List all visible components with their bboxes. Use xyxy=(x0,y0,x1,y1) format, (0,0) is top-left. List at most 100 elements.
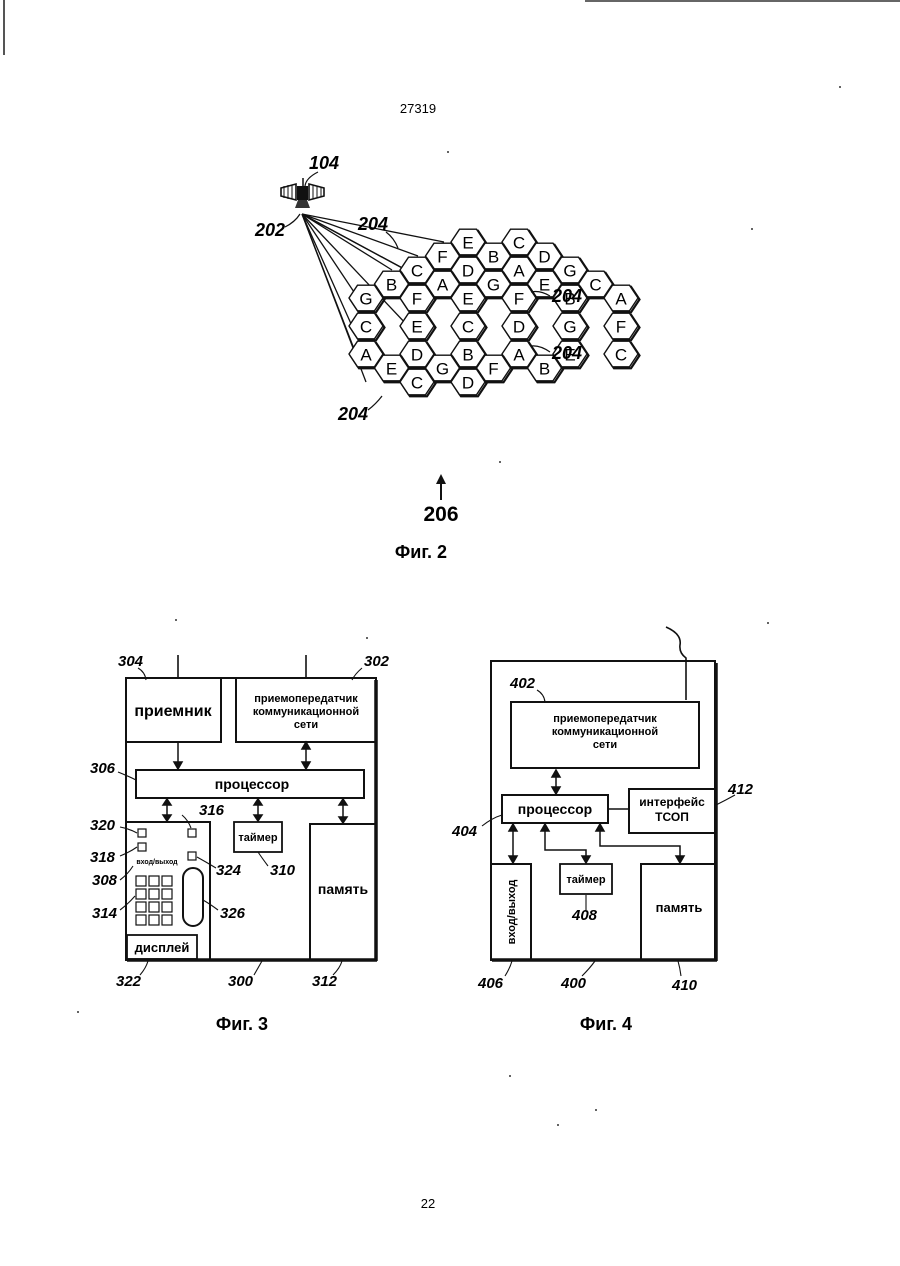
hex-cell-label: D xyxy=(411,346,423,365)
page-number: 22 xyxy=(421,1196,435,1211)
hex-cell: A xyxy=(604,285,640,312)
processor-label-4: процессор xyxy=(518,801,592,817)
hex-cell-label: G xyxy=(563,318,576,337)
keypad-314 xyxy=(136,876,172,925)
keypad-key xyxy=(136,915,146,925)
hex-cell-label: A xyxy=(360,346,372,365)
hex-cell: D xyxy=(502,313,538,340)
fig4-texts: приемопередатчиккоммуникационнойсети про… xyxy=(451,675,754,1034)
hex-cell-label: B xyxy=(386,276,397,295)
keypad-key xyxy=(162,902,172,912)
hex-cell-label: G xyxy=(487,276,500,295)
keypad-key xyxy=(136,902,146,912)
hex-cell-label: G xyxy=(436,360,449,379)
processor-label: процессор xyxy=(215,776,289,792)
keypad-key xyxy=(162,876,172,886)
ref-410: 410 xyxy=(671,977,698,994)
hex-cell-label: F xyxy=(437,248,447,267)
hex-cell-label: F xyxy=(514,290,524,309)
hex-cell-label: C xyxy=(589,276,601,295)
ref-302: 302 xyxy=(364,653,390,670)
hex-cell-label: E xyxy=(386,360,397,379)
hex-cell: G xyxy=(553,313,589,340)
hex-cell-label: E xyxy=(411,318,422,337)
hex-cell-label: C xyxy=(462,318,474,337)
hex-cell: C xyxy=(349,313,385,340)
ref-314: 314 xyxy=(92,905,118,922)
ref-308: 308 xyxy=(92,872,118,889)
beam-line xyxy=(302,214,352,326)
interface-label: интерфейсТСОП xyxy=(639,795,705,824)
timer-label: таймер xyxy=(238,832,278,844)
hex-cell-label: D xyxy=(462,262,474,281)
hex-cell-label: E xyxy=(462,234,473,253)
hex-cell-label: F xyxy=(412,290,422,309)
memory-label-4: память xyxy=(656,900,703,915)
keypad-key xyxy=(136,889,146,899)
ref-404: 404 xyxy=(451,823,478,840)
figure-2-caption: Фиг. 2 xyxy=(395,542,447,562)
device-300-frame xyxy=(126,678,376,960)
hex-cell-label: B xyxy=(488,248,499,267)
keypad-key xyxy=(136,876,146,886)
hex-cell-label: G xyxy=(359,290,372,309)
hex-cell-label: D xyxy=(513,318,525,337)
beam-line xyxy=(302,214,408,326)
memory-label: память xyxy=(318,881,369,897)
hex-cell-label: A xyxy=(513,346,525,365)
hex-cell-label: C xyxy=(411,374,423,393)
ref-cells-label-right-1: 204 xyxy=(551,286,582,306)
ref-satellite-label: 104 xyxy=(309,153,339,173)
hex-cell-label: D xyxy=(538,248,550,267)
keypad-key xyxy=(162,915,172,925)
ref-312: 312 xyxy=(312,973,338,990)
figure-2-satellite-beam-pattern: 104 202 ECFBDCDAGBAGECGFEFBACECDGFADBAEC… xyxy=(254,153,640,562)
hex-cell-label: A xyxy=(615,290,627,309)
doc-number: 27319 xyxy=(400,101,436,116)
ref-cells-label-top: 204 xyxy=(357,214,388,234)
ref-cells-label-right-2: 204 xyxy=(551,343,582,363)
timer-label-4: таймер xyxy=(566,874,606,886)
keypad-key xyxy=(162,889,172,899)
figure-3-caption: Фиг. 3 xyxy=(216,1014,268,1034)
ref-326: 326 xyxy=(220,905,246,922)
hex-cell-label: A xyxy=(513,262,525,281)
hex-cell: E xyxy=(400,313,436,340)
hex-cell-label: C xyxy=(411,262,423,281)
ref-318: 318 xyxy=(90,849,116,866)
handset-icon xyxy=(183,868,203,926)
ref-310: 310 xyxy=(270,862,296,879)
hex-cell-label: F xyxy=(616,318,626,337)
hex-cell-label: B xyxy=(462,346,473,365)
hex-cell-label: B xyxy=(539,360,550,379)
keypad-key xyxy=(149,876,159,886)
ref-306: 306 xyxy=(90,760,116,777)
keypad-key xyxy=(149,889,159,899)
transceiver-label: приемопередатчиккоммуникационнойсети xyxy=(253,693,359,731)
ref-cells-label-bottom: 204 xyxy=(337,404,368,424)
io-label-4: вход/выход xyxy=(506,880,518,945)
figure-4-caption: Фиг. 4 xyxy=(580,1014,632,1034)
hex-cell: C xyxy=(604,341,640,368)
keypad-key xyxy=(149,915,159,925)
ref-412: 412 xyxy=(727,781,754,798)
hex-cell-label: C xyxy=(513,234,525,253)
display-label: дисплей xyxy=(135,940,190,955)
ref-324: 324 xyxy=(216,862,242,879)
ref-beam-source-label: 202 xyxy=(254,220,285,240)
hex-cell-label: C xyxy=(615,346,627,365)
hex-cell-label: A xyxy=(437,276,449,295)
ref-316: 316 xyxy=(199,802,225,819)
ref-400: 400 xyxy=(560,975,587,992)
ref-arrow-label: 206 xyxy=(423,503,458,526)
ref-322: 322 xyxy=(116,973,142,990)
hex-cell-label: F xyxy=(488,360,498,379)
keypad-key xyxy=(149,902,159,912)
hex-cell: C xyxy=(451,313,487,340)
ref-304: 304 xyxy=(118,653,144,670)
io-label: вход/выход xyxy=(136,859,178,866)
hex-cell-label: C xyxy=(360,318,372,337)
fig3-texts: приемник приемопередатчиккоммуникационно… xyxy=(90,653,390,1034)
hex-cell-grid: ECFBDCDAGBAGECGFEFBACECDGFADBAECEGFBCD xyxy=(349,229,640,396)
